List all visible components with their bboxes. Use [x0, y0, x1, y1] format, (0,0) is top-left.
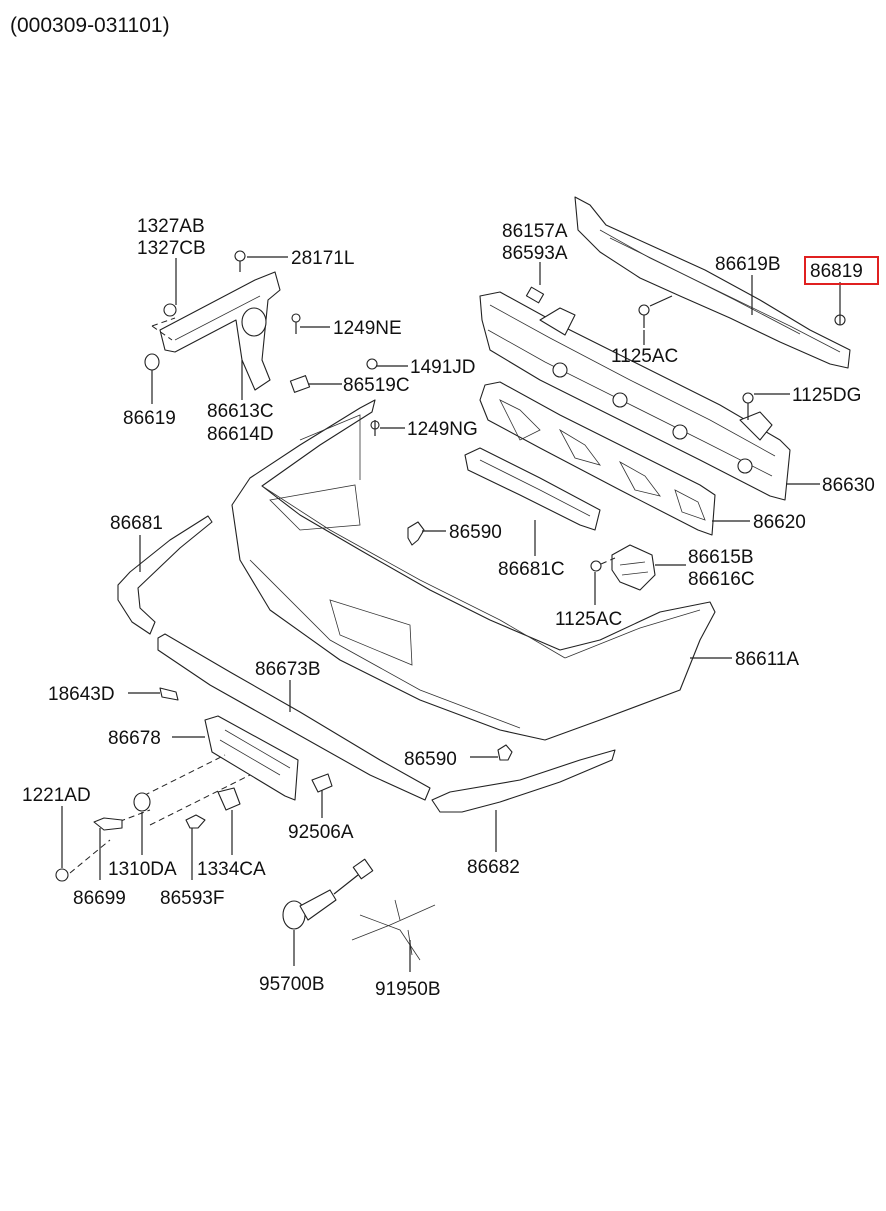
label-86620[interactable]: 86620 — [753, 512, 806, 533]
absorber-86681c-drawing — [464, 447, 601, 531]
clip-86590-low-drawing — [497, 744, 513, 761]
label-86630[interactable]: 86630 — [822, 475, 875, 496]
sensor-95700b-drawing — [282, 858, 374, 930]
label-86519c[interactable]: 86519C — [343, 375, 410, 396]
strip-86673b-drawing — [157, 633, 431, 801]
label-86616c[interactable]: 86616C — [688, 569, 755, 590]
bolt-86819-drawing — [834, 308, 846, 326]
label-86819[interactable]: 86819 — [810, 261, 863, 282]
label-86611a[interactable]: 86611A — [735, 649, 799, 670]
label-95700b[interactable]: 95700B — [259, 974, 325, 995]
label-86673b[interactable]: 86673B — [255, 659, 321, 680]
highlight-box-86819 — [804, 256, 879, 285]
label-1125ac-top[interactable]: 1125AC — [611, 346, 678, 367]
bumper-cover-86611a-drawing — [231, 399, 716, 741]
absorber-86620-drawing — [479, 381, 716, 536]
label-91950b[interactable]: 91950B — [375, 979, 441, 1000]
label-1491jd[interactable]: 1491JD — [410, 357, 476, 378]
label-1125dg[interactable]: 1125DG — [792, 385, 861, 406]
label-1249ne[interactable]: 1249NE — [333, 318, 402, 339]
label-1334ca[interactable]: 1334CA — [197, 859, 266, 880]
label-86681c[interactable]: 86681C — [498, 559, 565, 580]
label-86619[interactable]: 86619 — [123, 408, 176, 429]
label-86699[interactable]: 86699 — [73, 888, 126, 909]
label-28171l[interactable]: 28171L — [291, 248, 354, 269]
label-86590-low[interactable]: 86590 — [404, 749, 457, 770]
label-86681[interactable]: 86681 — [110, 513, 163, 534]
label-1221ad[interactable]: 1221AD — [22, 785, 91, 806]
leader-lines — [61, 256, 841, 972]
beam-86630-drawing — [479, 286, 791, 501]
label-1327ab[interactable]: 1327AB — [137, 216, 205, 237]
label-1327cb[interactable]: 1327CB — [137, 238, 206, 259]
label-86157a[interactable]: 86157A — [502, 221, 568, 242]
clip-86519c-drawing — [289, 375, 311, 393]
molding-86681-drawing — [117, 515, 213, 635]
label-1125ac-mid[interactable]: 1125AC — [555, 609, 622, 630]
bolt-1125ac-mid-drawing — [590, 557, 616, 572]
fasteners-lower-drawing — [55, 754, 333, 882]
label-92506a[interactable]: 92506A — [288, 822, 354, 843]
label-86590-top[interactable]: 86590 — [449, 522, 502, 543]
part-labels: 1327AB 1327CB 28171L 1249NE 1491JD 86519… — [22, 216, 879, 1000]
label-86682[interactable]: 86682 — [467, 857, 520, 878]
label-86678[interactable]: 86678 — [108, 728, 161, 749]
rail-86619b-drawing — [574, 196, 851, 369]
bracket-86615b-drawing — [611, 544, 656, 591]
wiring-91950b-drawing — [351, 899, 436, 961]
label-1249ng[interactable]: 1249NG — [407, 419, 478, 440]
diagram-code: (000309-031101) — [10, 14, 170, 37]
label-86615b[interactable]: 86615B — [688, 547, 754, 568]
fasteners-left-top-drawing — [144, 250, 380, 436]
label-1310da[interactable]: 1310DA — [108, 859, 177, 880]
label-86619b[interactable]: 86619B — [715, 254, 781, 275]
bulb-18643d-drawing — [159, 687, 179, 701]
label-86593a[interactable]: 86593A — [502, 243, 568, 264]
bolt-1125ac-top-drawing — [638, 295, 673, 328]
label-86593f[interactable]: 86593F — [160, 888, 224, 909]
label-86613c[interactable]: 86613C — [207, 401, 274, 422]
clip-86590-top-drawing — [407, 521, 425, 546]
label-18643d[interactable]: 18643D — [48, 684, 115, 705]
housing-86678-drawing — [204, 715, 299, 801]
bolt-1125dg-drawing — [742, 392, 754, 420]
label-86614d[interactable]: 86614D — [207, 424, 274, 445]
molding-86682-drawing — [431, 749, 616, 813]
bracket-86613c-drawing — [159, 271, 281, 391]
